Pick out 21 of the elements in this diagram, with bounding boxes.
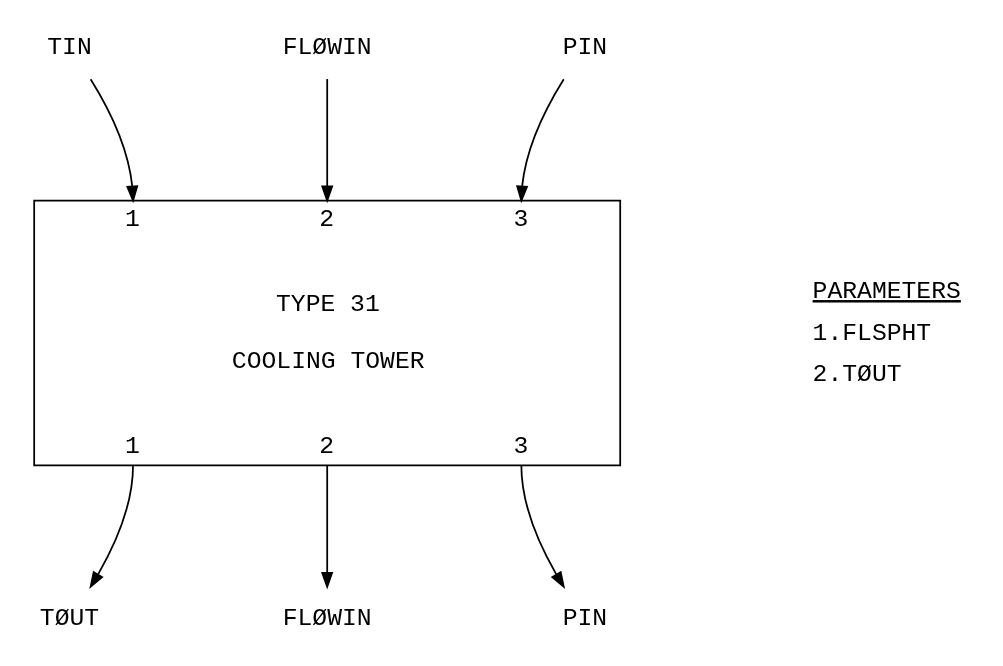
arrow [515,78,565,204]
node-text: PIN [562,32,608,61]
arrow [520,464,566,590]
node-text: FLØWIN [282,604,372,633]
label: 1.FLSPHT [812,319,932,348]
node-text: FLØWIN [282,32,372,61]
label: 2 [319,432,335,461]
label: 2.TØUT [812,360,902,389]
node-text: TØUT [39,604,100,633]
arrow [89,78,139,204]
label: 1 [125,204,140,233]
label: PARAMETERS [812,277,961,306]
label: 3 [513,432,529,461]
label: 2 [319,204,335,233]
arrow [321,78,334,204]
label: 3 [513,204,529,233]
arrow [89,464,134,590]
node-text: PIN [562,604,608,633]
label: 1 [125,432,140,461]
node-text: TIN [47,32,92,61]
arrow [321,464,334,590]
